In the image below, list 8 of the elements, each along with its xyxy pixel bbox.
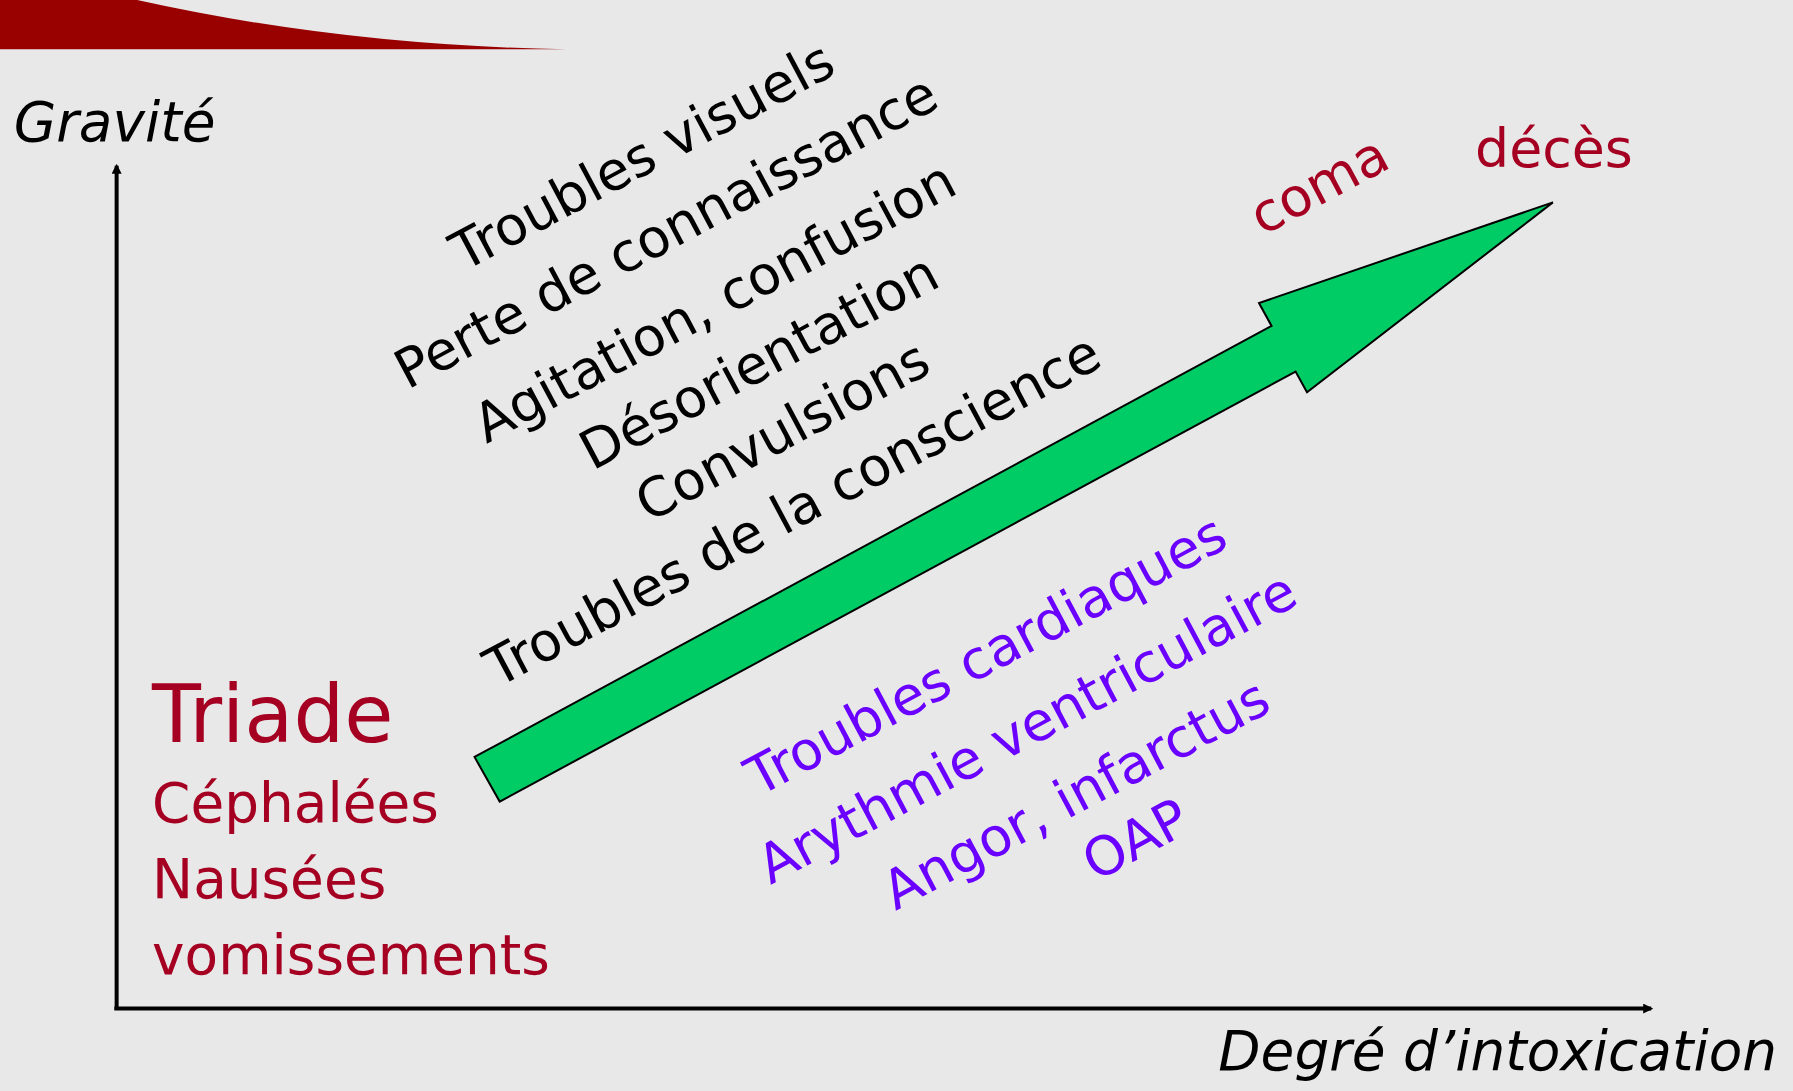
symptom-label: Céphalées xyxy=(152,772,439,836)
symptom-label: Nausées xyxy=(152,848,387,913)
axis-label: Degré d’intoxication xyxy=(1218,1020,1777,1084)
outcome-label: décès xyxy=(1475,117,1633,180)
outcome-label: coma xyxy=(1239,122,1400,247)
heading: Triade xyxy=(152,668,394,761)
symptom-label: vomissements xyxy=(152,924,550,988)
axis-label: Gravité xyxy=(13,91,216,156)
